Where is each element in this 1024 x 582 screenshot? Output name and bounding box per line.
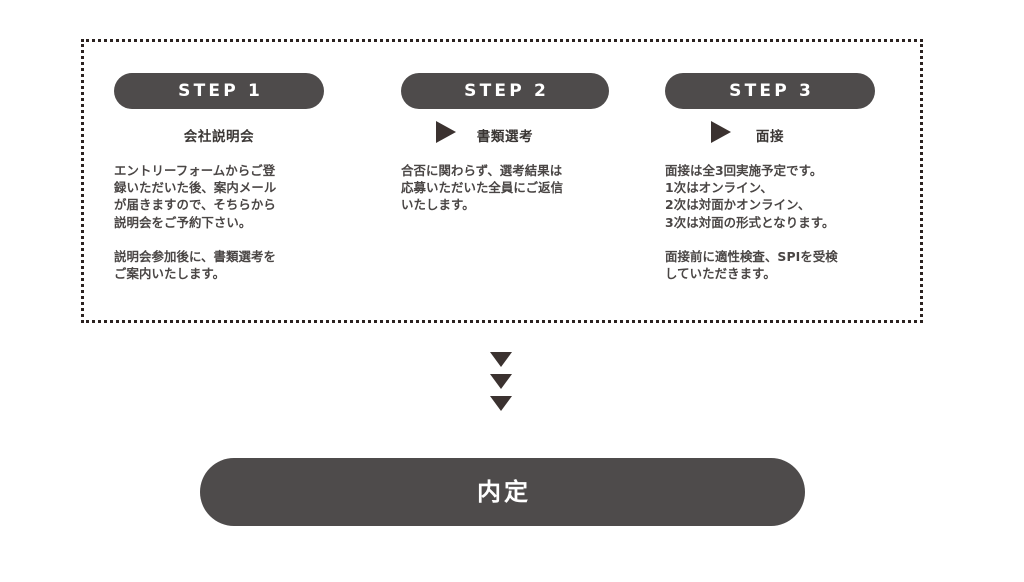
step-3-body-paragraph-1: 面接は全3回実施予定です。 1次はオンライン、 2次は対面かオンライン、 3次は… bbox=[665, 163, 835, 230]
step-2-pill: STEP 2 bbox=[401, 73, 609, 109]
step-1-body-paragraph-2: 説明会参加後に、書類選考を ご案内いたします。 bbox=[114, 248, 277, 282]
step-2-body-paragraph-1: 合否に関わらず、選考結果は 応募いただいた全員にご返信 いたします。 bbox=[401, 163, 564, 213]
triangle-right-icon bbox=[436, 121, 456, 143]
triangle-down-icon bbox=[490, 374, 512, 389]
step-1-heading: 会社説明会 bbox=[183, 129, 255, 145]
step-2-heading: 書類選考 bbox=[476, 129, 534, 145]
triangle-down-icon bbox=[490, 352, 512, 367]
triangle-down-icon bbox=[490, 396, 512, 411]
step-card-1: STEP 1 会社説明会 エントリーフォームからご登 録いただいた後、案内メール… bbox=[114, 73, 324, 282]
step-3-body-paragraph-2: 面接前に適性検査、SPIを受検 していただきます。 bbox=[665, 248, 838, 282]
flow-down-arrows bbox=[489, 352, 513, 418]
outcome-pill: 内定 bbox=[200, 458, 805, 526]
steps-dotted-frame: STEP 1 会社説明会 エントリーフォームからご登 録いただいた後、案内メール… bbox=[81, 39, 923, 323]
step-card-2: STEP 2 書類選考 合否に関わらず、選考結果は 応募いただいた全員にご返信 … bbox=[401, 73, 609, 214]
step-3-heading: 面接 bbox=[755, 129, 785, 145]
step-card-3: STEP 3 面接 面接は全3回実施予定です。 1次はオンライン、 2次は対面か… bbox=[665, 73, 875, 282]
outcome-pill-label: 内定 bbox=[477, 478, 531, 506]
step-1-pill: STEP 1 bbox=[114, 73, 324, 109]
step-3-pill-label: STEP 3 bbox=[729, 80, 815, 101]
step-1-pill-label: STEP 1 bbox=[178, 80, 264, 101]
step-2-pill-label: STEP 2 bbox=[464, 80, 550, 101]
triangle-right-icon bbox=[711, 121, 731, 143]
step-1-body-paragraph-1: エントリーフォームからご登 録いただいた後、案内メール が届きますので、そちらか… bbox=[114, 163, 277, 230]
step-3-pill: STEP 3 bbox=[665, 73, 875, 109]
